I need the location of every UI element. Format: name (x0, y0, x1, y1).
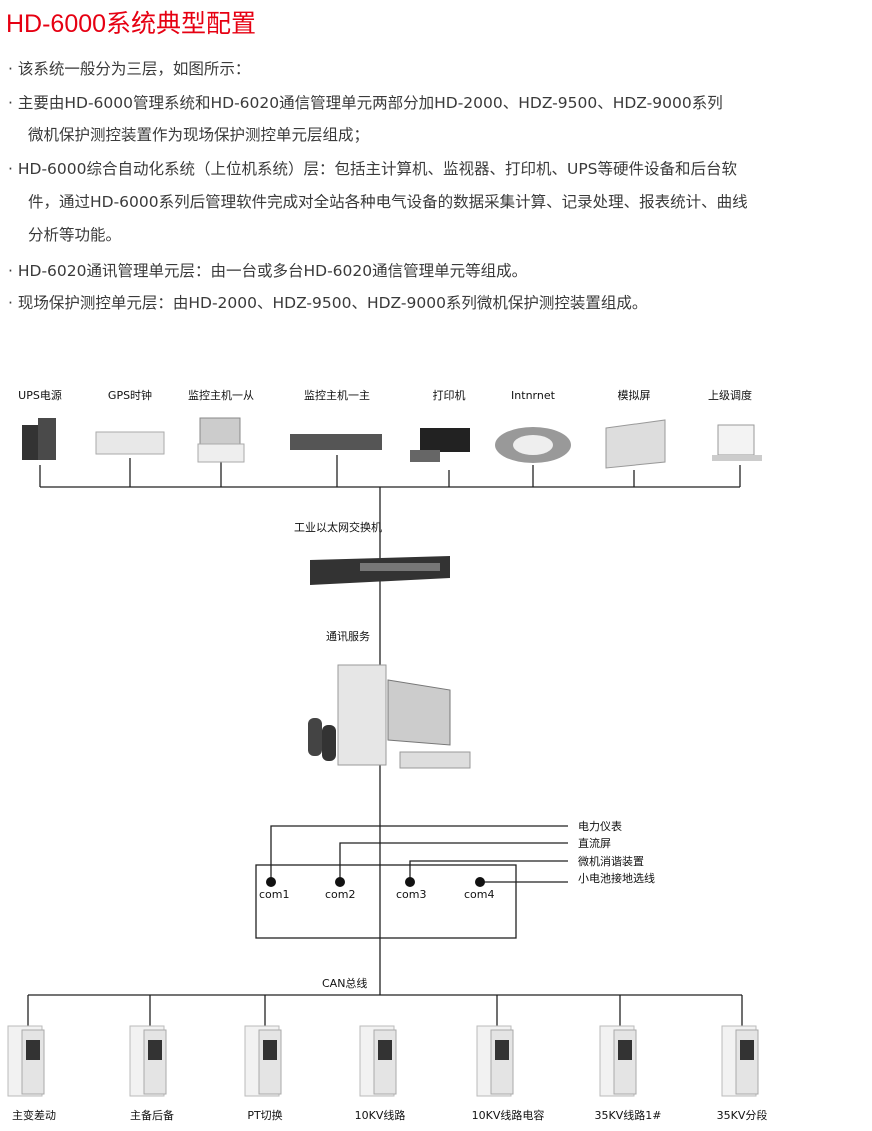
com3-port (405, 877, 415, 887)
unit-label-2: 主备后备 (130, 1108, 174, 1122)
ups-icon (22, 418, 56, 460)
connection-lines (27, 455, 743, 1028)
device-label-slave-host: 监控主机一从 (188, 388, 254, 402)
bullet-4: · HD-6020通讯管理单元层：由一台或多台HD-6020通信管理单元等组成。 (8, 262, 528, 280)
target-dc-panel: 直流屏 (578, 836, 611, 850)
protection-devices (7, 1025, 759, 1097)
page-title: HD-6000系统典型配置 (6, 10, 257, 38)
device-label-mimic-panel: 模拟屏 (618, 388, 651, 402)
laptop-icon (712, 424, 762, 461)
unit-label-7: 35KV分段 (717, 1108, 768, 1122)
internet-cloud-icon (495, 427, 571, 463)
protection-relay-icon (476, 1025, 514, 1097)
com4-port (475, 877, 485, 887)
bullet-3-cont2: 分析等功能。 (28, 226, 122, 244)
com2-label: com2 (325, 888, 356, 901)
device-label-gps: GPS时钟 (108, 388, 152, 402)
switch-label: 工业以太网交换机 (294, 520, 382, 534)
target-power-meter: 电力仪表 (578, 819, 622, 833)
device-label-internet: Intnrnet (511, 389, 556, 402)
target-harmonic-device: 微机消谐装置 (578, 854, 644, 868)
bullet-1: · 该系统一般分为三层，如图所示： (8, 60, 251, 78)
device-label-dispatch: 上级调度 (708, 388, 752, 402)
unit-label-1: 主变差动 (12, 1108, 56, 1122)
master-host-icon (290, 434, 382, 450)
server-computer-icon (308, 664, 471, 769)
bullet-3: · HD-6000综合自动化系统（上位机系统）层：包括主计算机、监视器、打印机、… (8, 160, 738, 178)
printer-icon (410, 428, 470, 462)
protection-relay-icon (129, 1025, 167, 1097)
device-label-ups: UPS电源 (18, 388, 62, 402)
unit-label-6: 35KV线路1# (595, 1108, 662, 1122)
slave-host-icon (197, 417, 245, 463)
can-bus-label: CAN总线 (322, 976, 367, 990)
protection-relay-icon (599, 1025, 637, 1097)
com-ports: com1 com2 com3 com4 (259, 877, 495, 901)
mimic-panel-icon (605, 419, 666, 469)
protection-relay-icon (721, 1025, 759, 1097)
ethernet-switch-icon (310, 556, 450, 585)
protection-relay-icon (359, 1025, 397, 1097)
server-label: 通讯服务 (326, 630, 370, 643)
target-grounding-selector: 小电池接地选线 (578, 871, 655, 885)
com1-label: com1 (259, 888, 290, 901)
gps-clock-icon (95, 431, 165, 455)
unit-label-5: 10KV线路电容 (472, 1108, 545, 1122)
unit-label-3: PT切换 (247, 1108, 282, 1122)
protection-relay-icon (7, 1025, 45, 1097)
bullet-5: · 现场保护测控单元层：由HD-2000、HDZ-9500、HDZ-9000系列… (8, 294, 648, 312)
device-label-printer: 打印机 (433, 388, 466, 402)
com1-port (266, 877, 276, 887)
protection-relay-icon (244, 1025, 282, 1097)
bullet-2: · 主要由HD-6000管理系统和HD-6020通信管理单元两部分加HD-200… (8, 94, 723, 112)
bullet-3-cont: 件，通过HD-6000系列后管理软件完成对全站各种电气设备的数据采集计算、记录处… (28, 193, 748, 211)
bullet-2-cont: 微机保护测控装置作为现场保护测控单元层组成； (28, 126, 370, 144)
com3-label: com3 (396, 888, 427, 901)
com4-label: com4 (464, 888, 495, 901)
device-label-master-host: 监控主机一主 (304, 388, 370, 402)
com2-port (335, 877, 345, 887)
unit-label-4: 10KV线路 (355, 1108, 406, 1122)
